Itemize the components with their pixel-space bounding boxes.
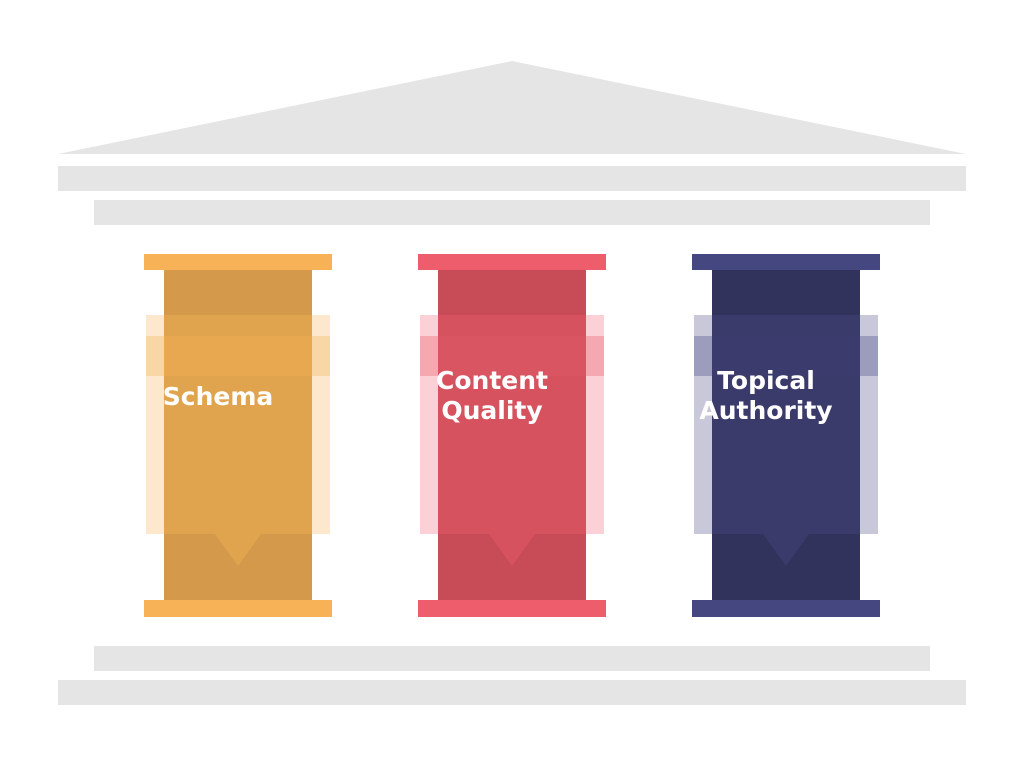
pillar-label-line: Authority	[699, 396, 833, 425]
pillar-side-panel-right	[860, 315, 878, 534]
pillar-schema: Schema	[144, 254, 332, 618]
entablature-bar-lower	[94, 200, 930, 225]
pillar-side-panel-left	[694, 315, 712, 534]
pillar-label: Schema	[134, 382, 302, 412]
base-step-upper	[94, 646, 930, 671]
pillar-content-quality: Content Quality	[418, 254, 606, 618]
base-step-lower	[58, 680, 966, 705]
pillar-cap-top	[418, 254, 606, 270]
pillar-notch-arrow	[763, 534, 809, 566]
pillar-label: Topical Authority	[682, 366, 850, 426]
pillar-shaft	[164, 270, 312, 600]
pillar-label-line: Quality	[441, 396, 543, 425]
pillar-side-panel-right	[312, 315, 330, 534]
pillar-notch-arrow	[489, 534, 535, 566]
pediment-triangle	[58, 61, 966, 154]
pillar-label: Content Quality	[408, 366, 576, 426]
pillar-notch-arrow	[215, 534, 261, 566]
pillar-cap-bottom	[144, 600, 332, 617]
pillar-shaft	[438, 270, 586, 600]
pillar-cap-top	[144, 254, 332, 270]
pillar-side-panel-right	[586, 315, 604, 534]
pillar-topical-authority: Topical Authority	[692, 254, 880, 618]
pillar-cap-bottom	[692, 600, 880, 617]
pillar-label-line: Schema	[162, 382, 274, 411]
pillar-cap-bottom	[418, 600, 606, 617]
pillar-shaft	[712, 270, 860, 600]
pillar-label-line: Content	[436, 366, 548, 395]
pillar-cap-top	[692, 254, 880, 270]
pillar-side-panel-left	[146, 315, 164, 534]
entablature-bar-upper	[58, 166, 966, 191]
pillar-side-panel-left	[420, 315, 438, 534]
pillar-label-line: Topical	[717, 366, 815, 395]
